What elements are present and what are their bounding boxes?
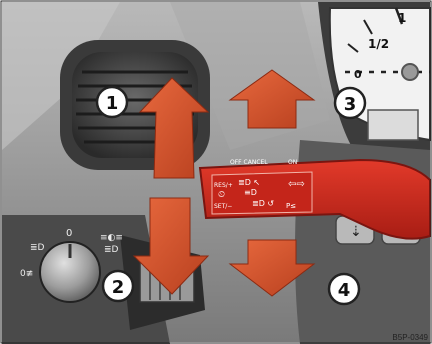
gauge-label-zero: 0 bbox=[354, 68, 362, 81]
callout-2-label: 2 bbox=[112, 277, 125, 298]
reference-code: B5P-0349 bbox=[392, 333, 428, 342]
callout-1: 1 bbox=[97, 87, 127, 117]
gauge-label-half: 1/2 bbox=[368, 37, 389, 51]
callout-4: 4 bbox=[329, 274, 359, 304]
callout-1-label: 1 bbox=[106, 93, 119, 114]
lever-label-parking: P≤ bbox=[286, 202, 296, 210]
gauge-label-one: 1 bbox=[398, 11, 406, 25]
lever-label-res: RES/+ bbox=[214, 182, 233, 189]
lever-label-off-cancel: OFF CANCEL bbox=[230, 159, 268, 166]
turn-signal-icon: ⇦⇨ bbox=[288, 179, 305, 190]
callout-3: 3 bbox=[335, 88, 365, 118]
light-switch-zero-mark: 0 bbox=[66, 228, 72, 239]
cluster-display bbox=[368, 110, 418, 140]
cruise-control-icon: ⏲ bbox=[218, 190, 225, 200]
callout-2: 2 bbox=[103, 271, 133, 301]
main-beam-icon: ≣D ↺ bbox=[252, 199, 274, 208]
fog-light-icon: 0≢ bbox=[20, 269, 33, 279]
dipped-beam-icon: ≡D bbox=[244, 188, 257, 197]
lever-label-set: SET/− bbox=[214, 203, 232, 210]
headlight-flasher-icon: ≣D ↖ bbox=[238, 178, 260, 187]
lever-label-on: ON bbox=[288, 159, 297, 166]
gauge-hub bbox=[402, 64, 418, 80]
light-switch-position-icon: ≣D bbox=[30, 243, 45, 253]
column-button-icon: ⇣ bbox=[350, 224, 362, 240]
light-switch-sidelight-icon: ≡◐≡ bbox=[100, 233, 123, 243]
callout-3-label: 3 bbox=[344, 94, 357, 115]
callout-4-label: 4 bbox=[338, 280, 351, 301]
light-switch-headlight-icon: ≣D bbox=[104, 245, 119, 255]
